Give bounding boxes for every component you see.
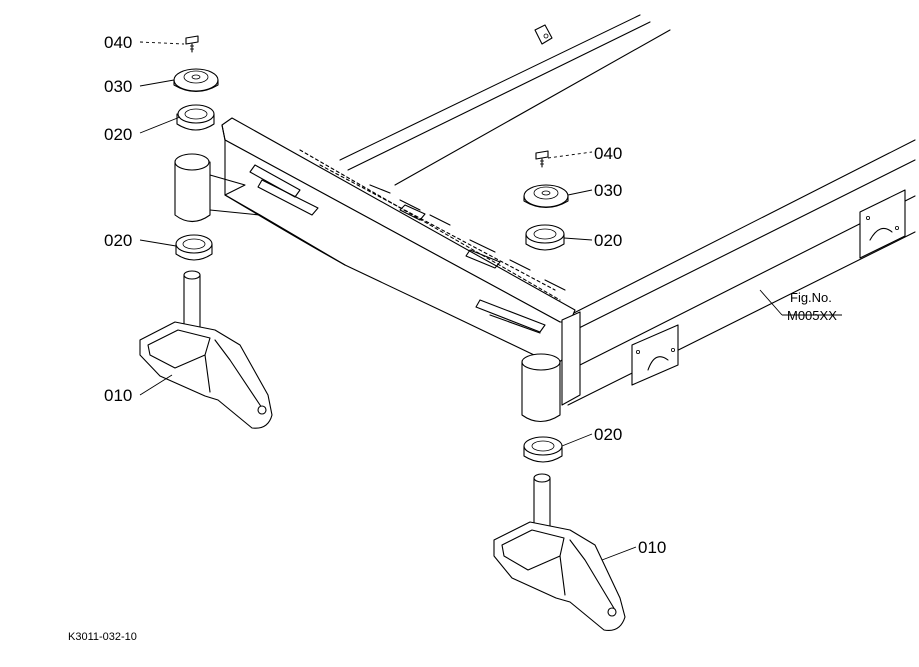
callout-030-left: 030 <box>104 77 132 96</box>
callout-020-left-bottom: 020 <box>104 231 132 250</box>
leader-lines <box>139 41 842 561</box>
caster-fork-010-left <box>139 270 273 429</box>
callout-040-right: 040 <box>594 144 622 163</box>
bolt-040-right <box>535 150 549 168</box>
callout-020-right-bottom: 020 <box>594 425 622 444</box>
frame-rails <box>339 14 916 406</box>
callout-020-right-top: 020 <box>594 231 622 250</box>
cap-030-right <box>523 184 569 209</box>
callout-030-right: 030 <box>594 181 622 200</box>
caster-fork-010-right <box>493 473 626 632</box>
cross-member <box>221 117 679 406</box>
bearing-020-left-bottom <box>175 234 213 261</box>
bolt-040-left <box>185 35 199 53</box>
figure-ref-line2: M005XX <box>787 308 837 323</box>
bearing-020-right-bottom <box>523 436 563 463</box>
right-pivot-tube <box>521 353 561 423</box>
cap-030-left <box>173 68 219 93</box>
callout-020-left-top: 020 <box>104 125 132 144</box>
figure-ref-line1: Fig.No. <box>790 290 832 305</box>
drawing-code: K3011-032-10 <box>68 631 137 643</box>
callout-040-left: 040 <box>104 33 132 52</box>
bearing-020-left-top <box>176 104 215 131</box>
callout-010-left: 010 <box>104 386 132 405</box>
left-pivot-tube <box>174 153 261 223</box>
callout-010-right: 010 <box>638 538 666 557</box>
bearing-020-right-top <box>525 224 565 251</box>
